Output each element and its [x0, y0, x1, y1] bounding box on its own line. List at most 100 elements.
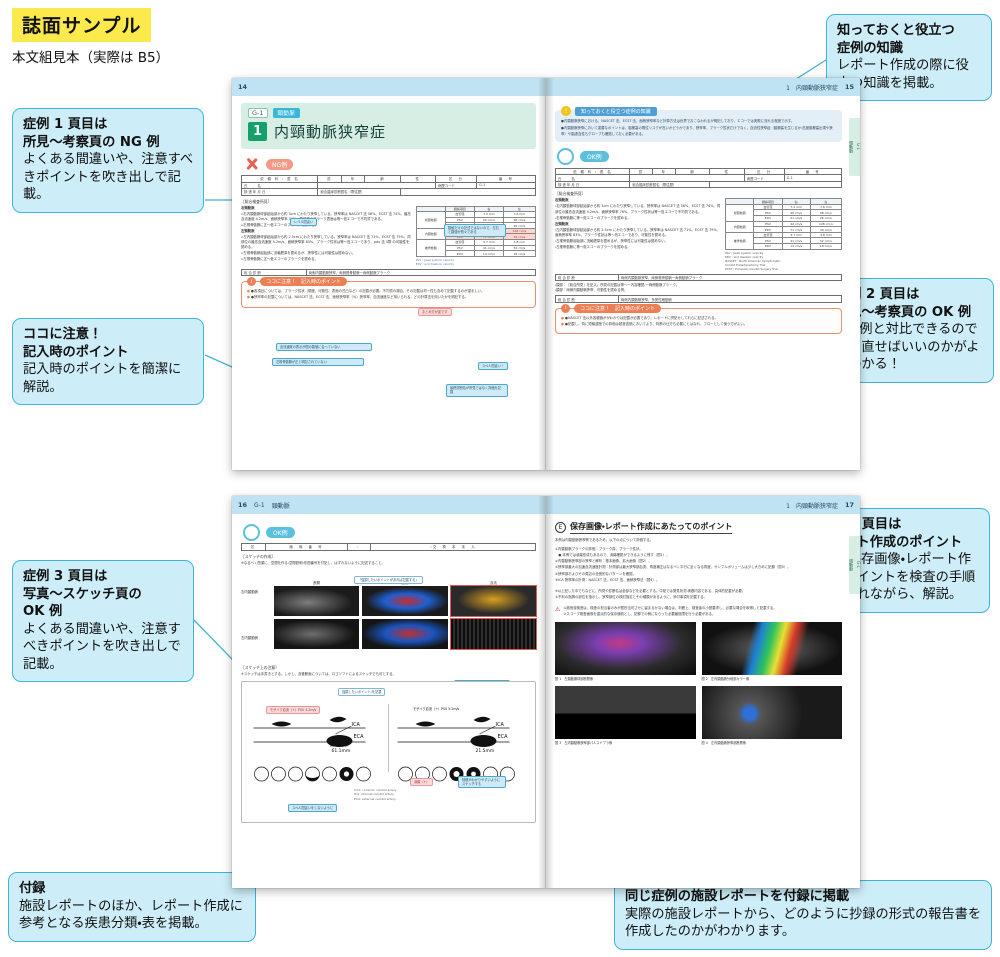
section-number: 1	[248, 122, 267, 141]
annotation-diagnosis: 最終診断名が所見ではなく評価を記載	[446, 384, 508, 397]
carotid-sketch-svg: ICA ECA 61.1mm	[253, 703, 515, 782]
lightbulb-icon: !	[561, 106, 571, 116]
ultrasound-image	[701, 686, 842, 740]
svg-text:ECA: ECA	[498, 734, 509, 740]
ng-mark-row: NG例	[243, 156, 536, 172]
point-ok-line-1: ●記載し、特に短絡運度での評価は超音波読においてより、判断の仕方も必要にとはなれ…	[561, 322, 836, 327]
figure-1: 図 1 左頸動脈球部断層像	[555, 622, 696, 681]
ok-line-2: 左内頸動脈球部起始部から約 2.5cm にわたり狭窄している。狭窄率は NASC…	[555, 228, 721, 238]
sketch-note-text: ※スケッチは手書きとする。しかし、血管断面については、ロゴソフトによるスケッチで…	[241, 671, 396, 676]
svg-text:ICA: ICA	[496, 722, 505, 728]
p17-list-1: ● 本例では潰瘍形成もあるので、潰瘍確認ができるように残す（図1）。	[555, 553, 670, 558]
point-box-ok: i ココに注意！ 記入時のポイント ●NASCET 法以外各種値ががわかりは記載…	[555, 303, 842, 335]
folio-16: 16	[238, 501, 248, 509]
point-box-ng: i ココに注意！ 記入時のポイント ●各項目については、プラーク性状（硬度、可動…	[241, 277, 536, 308]
p17-list-3: ③狭窄部最大の加速血流速度計測：計測部は最大狭窄部血流、角度補正はなるべく平行に…	[555, 565, 791, 570]
knowledge-box: ! 知っておくと役立つ症例の知識 ●内頸動脈狭窄における、NASCET 法、EC…	[555, 106, 842, 142]
callout-case2-body: NG 例と対比できるのでどう直せばいいのかがよくわかる！	[835, 322, 980, 373]
img-col-0: 断層	[274, 580, 360, 616]
point-title-ok: ココに注意！ 記入時のポイント	[574, 303, 662, 313]
finding-line-3: ・左椎骨動脈起始部に流軸肥厚を認めるが、狭窄性には可能性は認めない。	[241, 251, 412, 256]
diagnosis-row-ng: 総 合 診 断両側内頸動脈狭窄、両側椎骨動脈一両側動脈プラーク	[241, 268, 537, 277]
sketch-section-label: ［スケッチの作成］	[241, 553, 276, 559]
point-ok-line-0: ●NASCET 法以外各種値ががわかりは記載が必要であり、レポートに併記せしてれ…	[561, 316, 836, 321]
abbreviation-legend: CCA: common carotid artery ICA: internal…	[354, 788, 397, 802]
abbrev-2: ECA: external carotid artery	[354, 796, 396, 801]
callout-case1-line2: 所見〜考察頁の NG 例	[23, 134, 160, 150]
ultrasound-image	[274, 618, 360, 649]
p17-note-1: ②不利の指摘の部位を指示し、狭窄部位の検討指定とその種類があるように、添付事項を…	[555, 594, 708, 599]
image-form-table: 区画 像 番 号：・交 換 本 末 入	[241, 543, 536, 551]
sketch-annotation-spelling: スペル間違いをしないように	[288, 803, 338, 813]
page-17-body: E 保存画像・レポート作成にあたってのポイント 本例は内頸動脈狭窄例であるため、…	[546, 514, 860, 752]
point-icon: i	[247, 277, 256, 287]
ok-findings-head2: 左頸動脈	[555, 221, 569, 226]
callout-appendix-line1: 付録	[19, 881, 46, 896]
callout-appendix: 付録 施設レポートのほか、レポート作成に参考となる疾患分類・表を掲載。	[8, 872, 256, 942]
page-title-text: 誌面サンプル	[12, 8, 152, 42]
section-title: 内頸動脈狭窄症	[274, 123, 387, 141]
sketch-annotation-ulcer: 潰瘍（+）	[410, 777, 434, 787]
diagnosis-row-ok2: 総 合 診 断両側内頸動脈狭窄、多発性細動脈	[555, 295, 843, 303]
ok-mark-row: OK例	[557, 148, 842, 166]
page-15-body: ! 知っておくと役立つ症例の知識 ●内頸動脈狭窄における、NASCET 法、EC…	[546, 96, 860, 341]
figure-caption-1: 図 1 左頸動脈球部断層像	[555, 677, 594, 682]
callout-knowledge-body: レポート作成の際に役立つ知識を掲載。	[837, 58, 969, 91]
img-col-2: 血流	[449, 580, 538, 617]
section-letter-badge: E	[555, 522, 566, 533]
book-spread-top: 14 G-1 頸動脈 1 内頸動脈狭窄症 NG例 依 頼 科 ・ 医 名診年	[232, 78, 860, 470]
thumb-code-15: G-1	[856, 143, 860, 151]
callout-caution-line2: 記入時のポイント	[23, 344, 129, 360]
finding-line-1: ・右椎骨動脈に正〜低エコーのプラークを認める。	[241, 223, 412, 228]
ok-mark-row-16: OK例	[243, 523, 536, 541]
p17-lead-text: 本例は内頸動脈狭窄例であるため、以下の点について評価する。	[555, 538, 654, 542]
p17-list-0: ①内頸動脈プラークの評価：プラーク厚、プラーク性状。	[555, 547, 643, 552]
callout-case3: 症例 3 頁目は 写真〜スケッチ頁の OK 例 よくある間違いや、注意すべきポイ…	[12, 560, 194, 683]
callout-case1-body: よくある間違いや、注意すべきポイントを吹き出しで記載。	[23, 152, 194, 203]
callout-case1-line1: 症例 1 頁目は	[23, 117, 108, 132]
page-subtitle: 本文組見本（実際は B5）	[12, 50, 170, 66]
ok-line-1: 右椎骨動脈に等〜低エコーのプラークを認める。	[555, 216, 721, 221]
chapter-tag: 頸動脈	[272, 108, 301, 118]
circle-mark-icon-16	[243, 523, 260, 541]
finding-line-4: ・左椎骨動脈に正〜低エコーのプラークを認める。	[241, 257, 412, 262]
callout-caution-body: 記入時のポイントを簡潔に解説。	[23, 362, 182, 395]
callout-knowledge: 知っておくと役立つ 症例の知識 レポート作成の際に役立つ知識を掲載。	[826, 14, 992, 102]
annotation-level-mistake: レベル間違い	[290, 218, 318, 227]
run-head-p15: 1 内頸動脈狭窄症 15	[546, 78, 860, 96]
point-line-1: ●狭窄率の記載については、NASCET 法、ECST 法、面積狭窄率（％）狭窄率…	[247, 295, 530, 300]
ok-findings-head: 右頸動脈	[555, 198, 569, 203]
run-head-p17: 1 内頸動脈狭窄症 17	[546, 496, 860, 514]
ultrasound-image	[274, 585, 360, 616]
page-17: 1 内頸動脈狭窄症 17 E 保存画像・レポート作成にあたってのポイント 本例は…	[546, 496, 860, 888]
findings-head-2: 左頸動脈	[241, 228, 255, 233]
run-chaptag-16: 頸動脈	[271, 502, 290, 510]
sketch-note-title: ［スケッチ上の注意］	[241, 664, 279, 670]
sketch-annotation-mosaic-left: モザイク血流（+）PSV 5.2m/s	[413, 706, 460, 711]
page-title: 誌面サンプル	[12, 8, 152, 42]
thumb-index-tab-15: G-1 頸動脈	[849, 118, 860, 176]
figure-caption-2: 図 2 左内頸動脈分岐部カラー像	[701, 677, 750, 682]
callout-appendix-body: 施設レポートのほか、レポート作成に参考となる疾患分類・表を掲載。	[19, 898, 243, 932]
annotation-velocity: 血流速度の表示が図の数値に合っていない	[276, 343, 372, 352]
knowledge-title: 知っておくと役立つ症例の知識	[575, 106, 657, 116]
folio-17: 17	[844, 501, 854, 509]
section-label-ng: ［総合検査所見］	[241, 198, 272, 204]
sketch-diagram: ICA ECA 61.1mm	[241, 680, 536, 823]
knowledge-line-0: ●内頸動脈狭窄における、NASCET 法、ECST 法、面積狭窄率など計算方法は…	[561, 119, 795, 123]
thumb-label-15: 頸動脈	[849, 141, 854, 153]
ultrasound-image	[362, 618, 448, 649]
callout-caution: ココに注意！ 記入時のポイント 記入時のポイントを簡潔に解説。	[12, 318, 204, 406]
ok-note-line: ・頸部：［総合所見］を記入。所見の記載は等〜一内容確認・一両側動脈プラーク。 ・…	[555, 283, 680, 293]
folio-14: 14	[238, 83, 248, 91]
p17-note-0: ※以上記した中でもなどに、所見や診断名は全部などを必要とする。中枢では発見状況・…	[555, 588, 746, 593]
callout-knowledge-line2: 症例の知識	[837, 40, 903, 56]
finding-line-0: ・右内頸動脈球部起始部から約 3cm にわたり狭窄している。狭窄率は NASCE…	[241, 212, 412, 222]
callout-case3-body: よくある間違いや、注意すべきポイントを吹き出しで記載。	[23, 621, 181, 672]
callout-facility-body: 実際の施設レポートから、どのように抄録の形式の報告書を作成したのかがわかります。	[625, 906, 982, 940]
run-title-17: 1 内頸動脈狭窄症	[786, 502, 838, 510]
